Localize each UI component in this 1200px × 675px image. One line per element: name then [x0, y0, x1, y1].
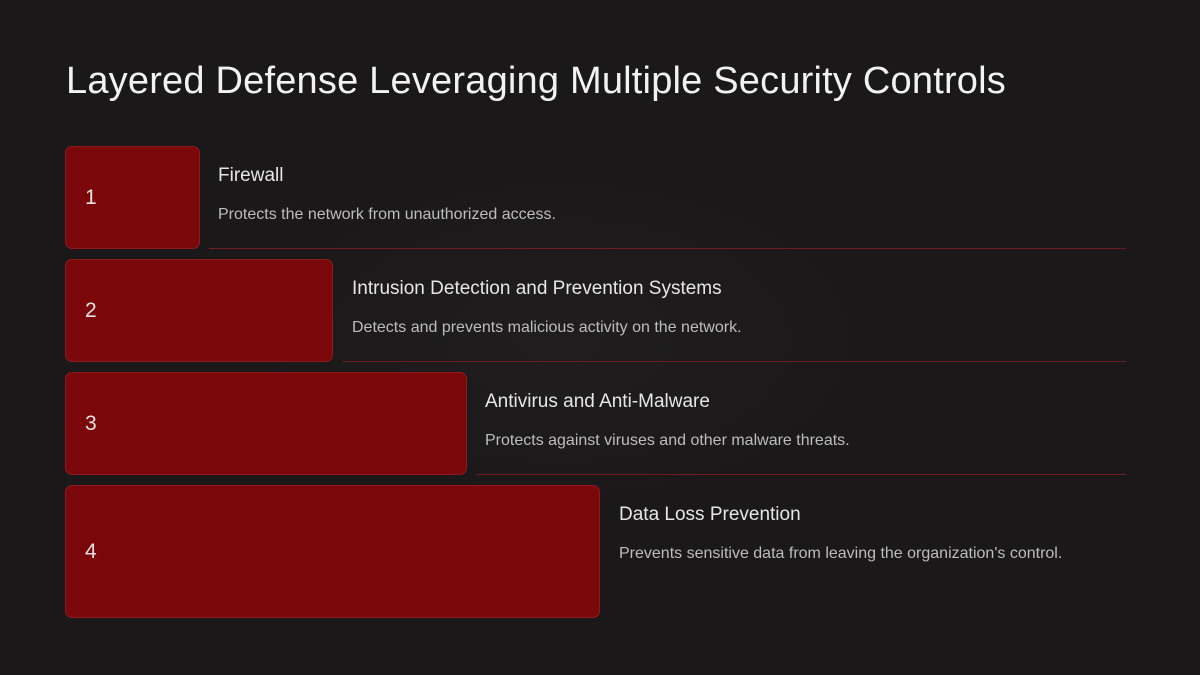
step-title: Firewall — [218, 165, 284, 186]
step-title: Data Loss Prevention — [619, 504, 801, 525]
step-text-1: Firewall Protects the network from unaut… — [218, 164, 556, 225]
step-description: Protects the network from unauthorized a… — [218, 206, 556, 223]
step-divider-3 — [476, 474, 1126, 475]
step-number: 4 — [85, 539, 97, 563]
step-title: Intrusion Detection and Prevention Syste… — [352, 278, 722, 299]
step-divider-1 — [209, 248, 1126, 249]
step-number: 2 — [85, 298, 97, 322]
step-number: 1 — [85, 185, 97, 209]
step-bar-4: 4 — [65, 485, 600, 618]
step-description: Detects and prevents malicious activity … — [352, 319, 742, 336]
step-bar-1: 1 — [65, 146, 200, 249]
step-description: Protects against viruses and other malwa… — [485, 432, 850, 449]
step-bar-3: 3 — [65, 372, 467, 475]
step-text-3: Antivirus and Anti-Malware Protects agai… — [485, 390, 850, 451]
step-description: Prevents sensitive data from leaving the… — [619, 545, 1063, 562]
step-number: 3 — [85, 411, 97, 435]
step-text-4: Data Loss Prevention Prevents sensitive … — [619, 503, 1062, 564]
step-divider-2 — [343, 361, 1126, 362]
step-title: Antivirus and Anti-Malware — [485, 391, 710, 412]
slide-title: Layered Defense Leveraging Multiple Secu… — [66, 60, 1006, 102]
step-text-2: Intrusion Detection and Prevention Syste… — [352, 277, 742, 338]
step-bar-2: 2 — [65, 259, 333, 362]
